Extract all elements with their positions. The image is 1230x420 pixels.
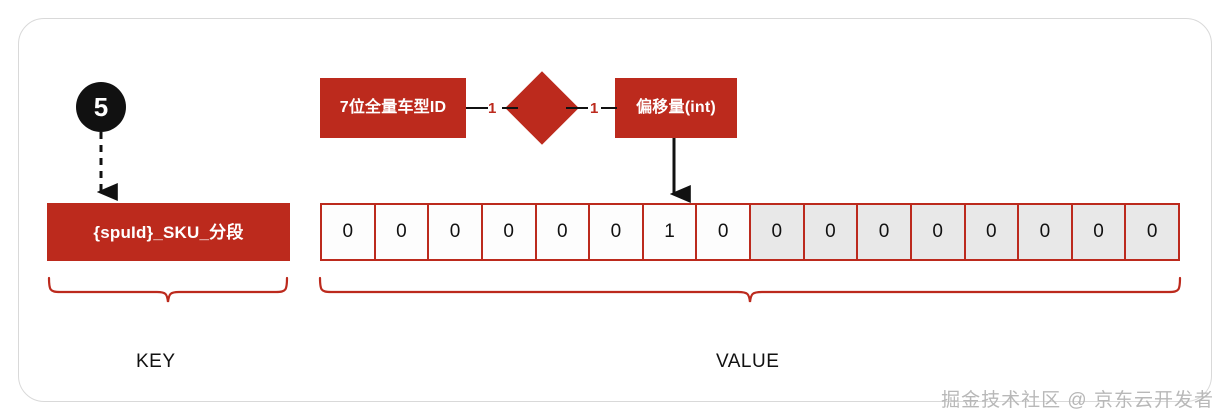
- cardinality-label-right: 1: [590, 100, 599, 117]
- connector-line-left-inner: [502, 107, 518, 109]
- value-cell: 0: [375, 205, 430, 259]
- value-cell: 0: [482, 205, 537, 259]
- value-cell: 0: [590, 205, 644, 259]
- value-cell: 0: [1072, 205, 1127, 259]
- value-cell: 0: [911, 205, 966, 259]
- value-cell: 0: [697, 205, 751, 259]
- connector-line-right-inner: [566, 107, 588, 109]
- connector-line-right-outer: [601, 107, 617, 109]
- value-cell: 0: [322, 205, 376, 259]
- key-box: {spuId}_SKU_分段: [47, 203, 290, 261]
- value-cell: 1: [643, 205, 698, 259]
- entity-box-offset: 偏移量(int): [615, 78, 737, 138]
- value-cell: 0: [1019, 205, 1073, 259]
- value-cell: 0: [965, 205, 1020, 259]
- watermark-text: 掘金技术社区 @ 京东云开发者: [941, 390, 1214, 411]
- value-cell: 0: [429, 205, 483, 259]
- cardinality-label-left: 1: [488, 100, 497, 117]
- section-label-value: VALUE: [716, 351, 780, 372]
- value-cell: 0: [858, 205, 912, 259]
- step-badge-5: 5: [76, 82, 126, 132]
- value-cell: 0: [804, 205, 859, 259]
- entity-box-model-id: 7位全量车型ID: [320, 78, 466, 138]
- connector-line-left-outer: [466, 107, 488, 109]
- value-cell: 0: [536, 205, 591, 259]
- value-cell: 0: [751, 205, 805, 259]
- value-cell: 0: [1126, 205, 1178, 259]
- section-label-key: KEY: [136, 351, 176, 372]
